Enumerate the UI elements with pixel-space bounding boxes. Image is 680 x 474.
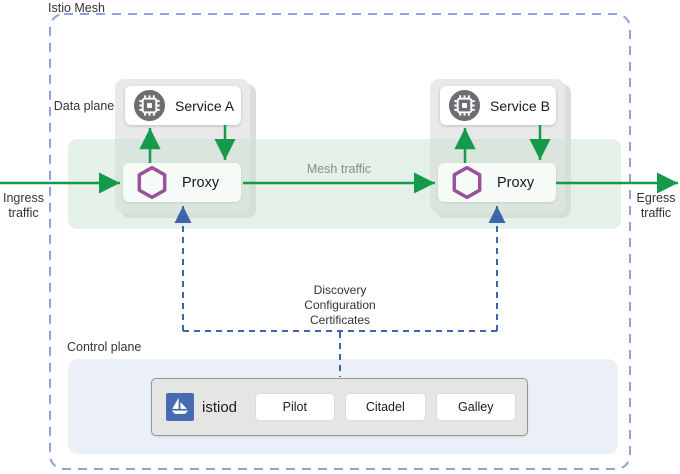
ingress-traffic-label: Ingress traffic	[3, 191, 44, 220]
hexagon-icon	[451, 165, 483, 200]
egress-traffic-label: Egress traffic	[636, 191, 676, 220]
microchip-icon	[448, 89, 481, 122]
hexagon-icon	[136, 165, 168, 200]
service-b-node: Service B	[440, 86, 556, 125]
istio-sailboat-icon	[166, 393, 194, 421]
control-connections-label: Discovery Configuration Certificates	[304, 283, 376, 327]
control-plane-label: Control plane	[67, 340, 142, 354]
service-a-node: Service A	[125, 86, 241, 125]
data-plane-label: Data plane	[53, 99, 115, 113]
proxy-a-label: Proxy	[182, 174, 220, 191]
istiod-label: istiod	[202, 398, 238, 416]
service-b-label: Service B	[490, 97, 550, 114]
service-a-label: Service A	[175, 97, 235, 114]
istiod-node: istiod Pilot Citadel Galley	[151, 378, 528, 436]
proxy-b-node: Proxy	[438, 163, 556, 202]
proxy-b-label: Proxy	[497, 174, 535, 191]
proxy-a-node: Proxy	[123, 163, 241, 202]
mesh-title: Istio Mesh	[48, 1, 105, 15]
istiod-component-galley: Galley	[436, 394, 515, 420]
istiod-component-citadel: Citadel	[346, 394, 425, 420]
microchip-icon	[133, 89, 166, 122]
istiod-component-pilot: Pilot	[255, 394, 335, 420]
